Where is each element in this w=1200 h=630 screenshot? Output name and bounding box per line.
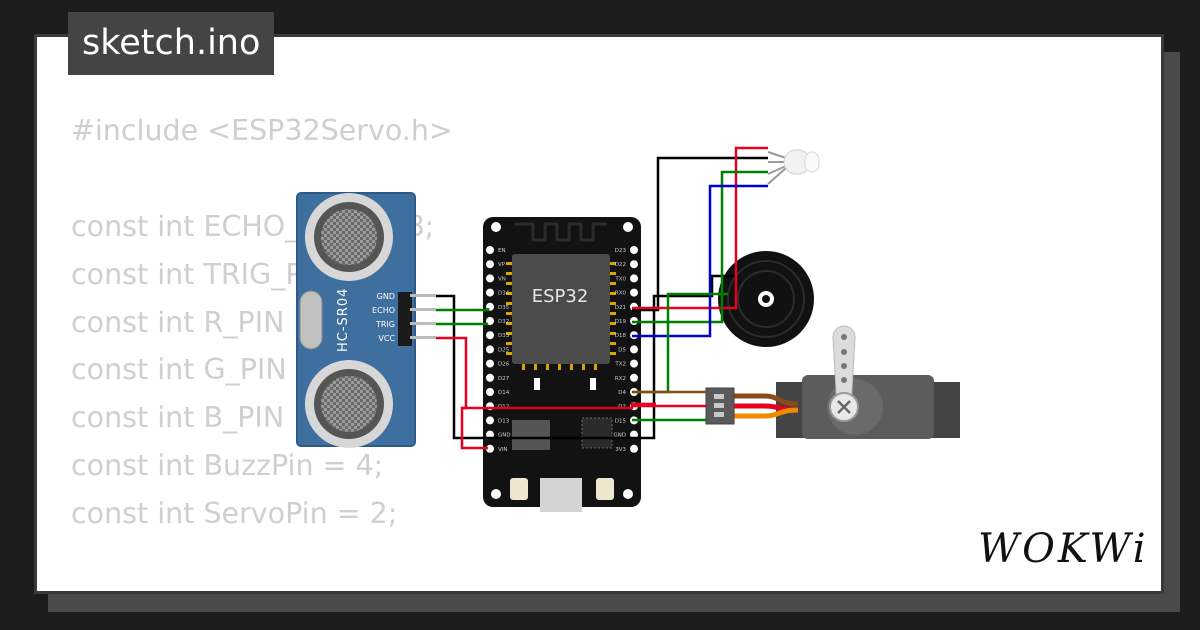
board-pin-d21-label: D21	[615, 305, 626, 311]
board-pin-rx2-hole[interactable]	[630, 373, 638, 382]
board-pin-d33-label: D33	[498, 333, 510, 339]
board-pin-d23-label: D23	[615, 248, 627, 254]
board-pin-d19-label: D19	[615, 319, 627, 325]
board-pin-d22-hole[interactable]	[630, 260, 638, 269]
wokwi-logo: WOKWi	[978, 526, 1149, 572]
ultrasonic-sensor[interactable]: HC-SR04 GND ECHO TRIG VCC	[296, 192, 436, 448]
wire-gnd	[436, 274, 736, 440]
board-pin-3v3-hole[interactable]	[630, 444, 638, 453]
file-tab[interactable]: sketch.ino	[68, 12, 275, 75]
board-pin-d25-hole[interactable]	[486, 345, 494, 354]
board-pin-d34-hole[interactable]	[486, 288, 494, 297]
wires	[436, 146, 768, 450]
board-pin-d35-label: D35	[498, 305, 510, 311]
wire-vcc	[436, 336, 488, 450]
board-pin-3v3-label: 3V3	[615, 447, 626, 453]
board-pin-en-hole[interactable]	[486, 246, 494, 254]
board-pin-en-label: EN	[498, 248, 506, 254]
sensor-pin-trig: TRIG	[375, 320, 395, 329]
board-pin-vin-label: VIN	[498, 447, 508, 453]
sensor-pin-gnd: GND	[377, 292, 395, 301]
board-pin-rx0-hole[interactable]	[630, 288, 638, 297]
board-pin-d18-label: D18	[615, 333, 627, 339]
board-pin-tx0-label: TX0	[614, 276, 626, 282]
board-pin-vn-hole[interactable]	[486, 274, 494, 283]
buzzer[interactable]	[718, 251, 814, 347]
board-pin-d13-hole[interactable]	[486, 416, 494, 425]
board-pin-d4-label: D4	[618, 390, 626, 396]
board-pin-d15-label: D15	[615, 418, 627, 424]
board-pin-tx2-label: TX2	[614, 362, 626, 368]
board-pin-tx2-hole[interactable]	[630, 359, 638, 368]
code-line: const int ServoPin = 2;	[71, 497, 398, 531]
board-pin-d5-hole[interactable]	[630, 345, 638, 354]
esp32-board[interactable]: ESP32 ENVPVND34D35D32D33D25D26D27D14D12D…	[483, 217, 641, 512]
code-line: #include <ESP32Servo.h>	[71, 114, 453, 147]
board-chip-label: ESP32	[532, 286, 589, 307]
board-pin-d33-hole[interactable]	[486, 331, 494, 340]
sensor-model-label: HC-SR04	[336, 288, 351, 352]
servo-motor[interactable]	[705, 325, 960, 439]
rgb-led[interactable]	[767, 149, 820, 185]
board-pin-d32-label: D32	[498, 319, 509, 325]
wire-led-red	[632, 146, 768, 310]
board-pin-d26-label: D26	[498, 362, 510, 368]
wire-led-blue	[632, 184, 768, 338]
board-pin-rx2-label: RX2	[615, 376, 626, 382]
board-pin-d34-label: D34	[498, 291, 510, 297]
board-pin-d14-label: D14	[498, 390, 510, 396]
code-line: const int BuzzPin = 4;	[71, 449, 384, 483]
wire-echo	[436, 308, 490, 312]
board-pin-vp-label: VP	[498, 262, 506, 268]
board-pin-tx0-hole[interactable]	[630, 274, 638, 283]
board-pin-d25-label: D25	[498, 347, 510, 353]
board-pin-vp-hole[interactable]	[486, 260, 494, 269]
wire-led-green	[632, 170, 768, 324]
board-pin-gnd-hole[interactable]	[486, 430, 494, 439]
board-pin-vn-label: VN	[498, 276, 506, 282]
board-pin-gnd-label: GND	[498, 433, 511, 439]
board-pin-gnd-hole[interactable]	[630, 430, 638, 439]
board-pin-d22-label: D22	[615, 262, 626, 268]
board-pin-d13-label: D13	[498, 418, 510, 424]
wire-led-common	[632, 156, 768, 312]
sensor-pin-echo: ECHO	[372, 306, 395, 315]
board-pin-gnd-label: GND	[613, 433, 626, 439]
sensor-pin-vcc: VCC	[378, 334, 395, 343]
board-pin-d26-hole[interactable]	[486, 359, 494, 368]
board-pin-d27-label: D27	[498, 376, 510, 382]
board-pin-d14-hole[interactable]	[486, 388, 494, 396]
board-pin-d5-label: D5	[618, 347, 626, 353]
board-pin-rx0-label: RX0	[615, 291, 627, 297]
board-pin-d27-hole[interactable]	[486, 373, 494, 382]
board-pin-d23-hole[interactable]	[630, 246, 638, 254]
